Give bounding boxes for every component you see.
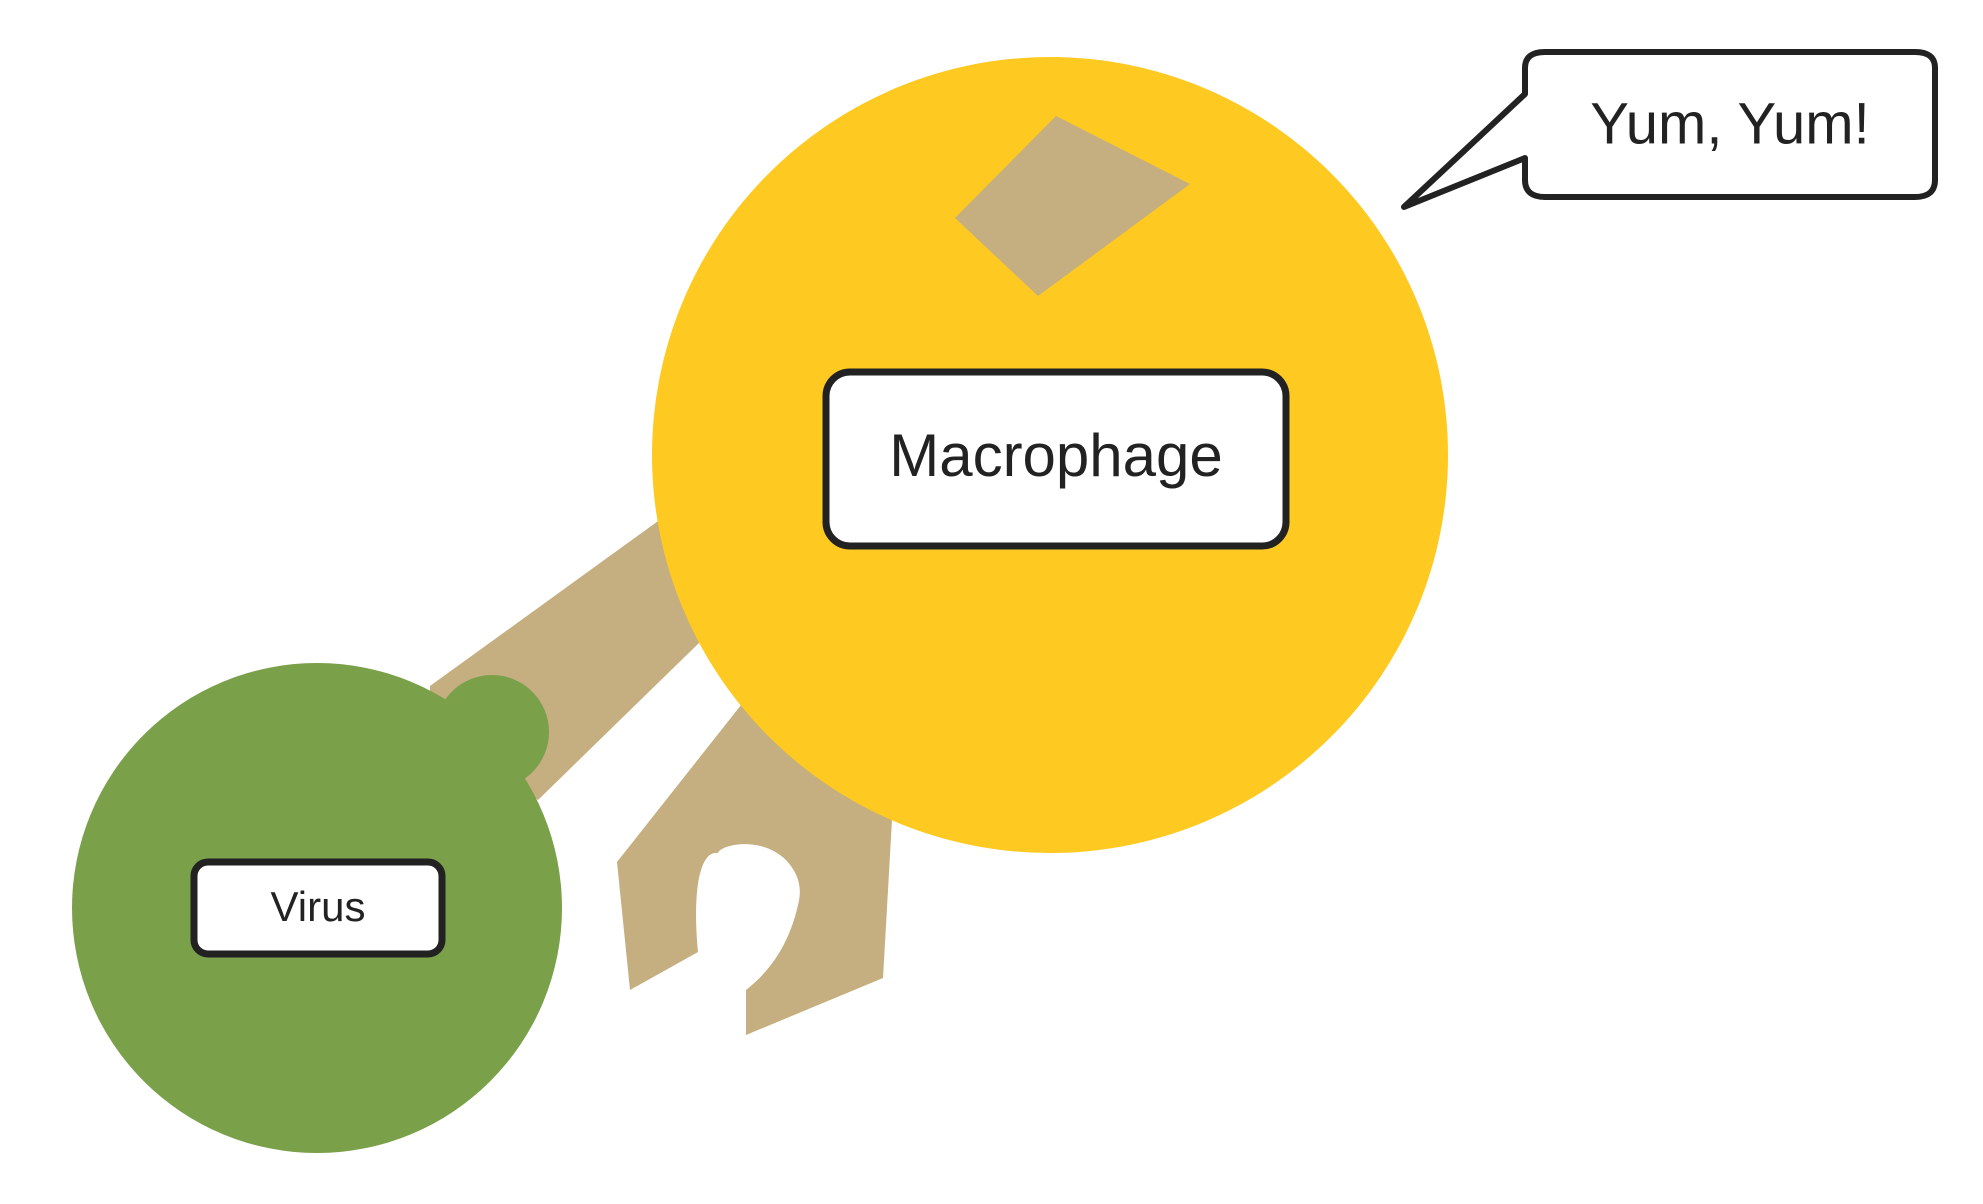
virus-label: Virus <box>190 858 446 958</box>
macrophage-label-box <box>822 368 1290 550</box>
pseudopod-lower-claw <box>617 700 893 1035</box>
virus-label-box <box>190 858 446 958</box>
speech-bubble-shape <box>1401 49 1938 210</box>
speech-bubble: Yum, Yum! <box>1401 49 1938 210</box>
ingested-particle <box>955 116 1190 296</box>
speech-bubble-text: Yum, Yum! <box>1590 91 1869 156</box>
macrophage-label-text: Macrophage <box>889 422 1223 489</box>
macrophage-label: Macrophage <box>822 368 1290 550</box>
virus-label-text: Virus <box>271 883 366 930</box>
virus-bud <box>435 675 549 789</box>
